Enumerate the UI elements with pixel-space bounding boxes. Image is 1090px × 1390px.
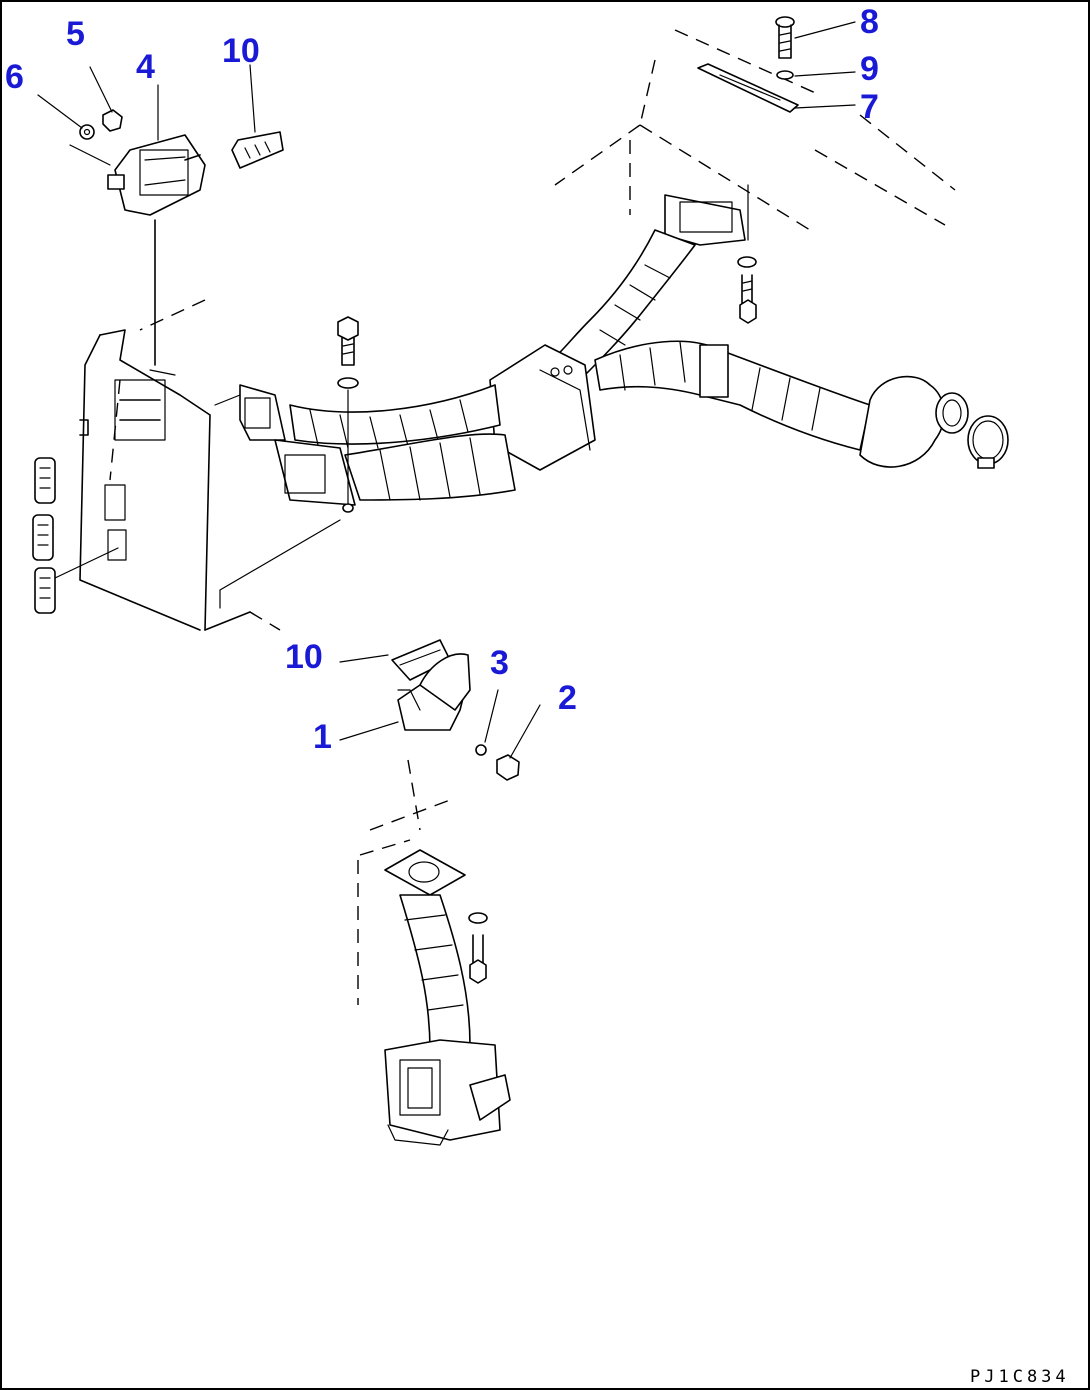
callout-3: 3 [490, 644, 509, 682]
callout-7: 7 [860, 88, 879, 126]
callout-8: 8 [860, 3, 879, 41]
callout-2: 2 [558, 679, 577, 717]
plate-bolt-group [697, 16, 799, 113]
callout-labels: 1 2 3 4 5 6 7 8 9 10 10 [5, 3, 879, 756]
callout-leaders [37, 21, 856, 759]
callout-5: 5 [66, 15, 85, 53]
callout-6: 6 [5, 58, 24, 96]
callout-10-top: 10 [222, 32, 260, 70]
callout-9: 9 [860, 50, 879, 88]
grille-top [231, 131, 284, 169]
ventilator-assembly [107, 134, 206, 366]
callout-4: 4 [136, 48, 155, 86]
callout-1: 1 [313, 718, 332, 756]
side-vents [32, 457, 119, 614]
callout-10-bottom: 10 [285, 638, 323, 676]
drawing-code: PJ1C834 [970, 1367, 1070, 1387]
main-duct-assembly [214, 184, 1009, 609]
nut-washer-top-left [69, 109, 123, 166]
cab-roof-outline [554, 29, 956, 231]
lower-duct-assembly [357, 639, 520, 1146]
cab-body-outline [79, 299, 281, 631]
